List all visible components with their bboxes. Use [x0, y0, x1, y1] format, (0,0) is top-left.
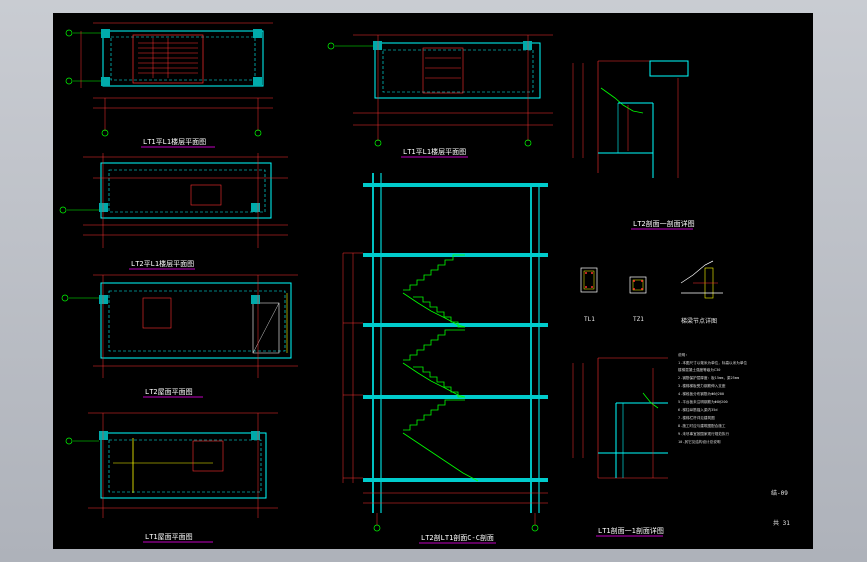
- stamp-sheet-no: 结-09: [771, 489, 788, 497]
- notes-line-1: 1.本图尺寸以毫米为单位，标高以米为单位: [678, 360, 747, 365]
- plan-d: LT1屋面平面图: [65, 412, 278, 543]
- notes-line-6: 5.平台板未注明钢筋为Φ8@200: [678, 399, 728, 404]
- plan-b: LT2平L1楼层平面图: [59, 153, 288, 270]
- plan-d-title: LT1屋面平面图: [145, 533, 193, 541]
- notes-line-5: 4.梯段板分布钢筋为Φ6@200: [678, 391, 724, 396]
- notes-line-10: 9.未尽事宜按国家现行规范执行: [678, 431, 729, 436]
- detail-3-label: 梯梁节点详图: [681, 317, 717, 325]
- notes-line-7: 6.梯柱纵筋锚入梁内35d: [678, 407, 718, 412]
- notes-line-9: 8.施工时应与建筑图配合施工: [678, 423, 726, 428]
- section-right-top-title: LT2剖面一剖面详图: [633, 219, 695, 228]
- plan-top-middle: LT1平L1楼层平面图: [327, 34, 553, 158]
- plan-b-title: LT2平L1楼层平面图: [131, 259, 194, 268]
- section-main-title: LT2剖LT1剖面C-C剖面: [421, 533, 494, 542]
- notes-line-3: 2.钢筋保护层厚度：板15mm，梁25mm: [678, 375, 739, 380]
- notes-line-8: 7.楼梯栏杆详见建筑图: [678, 415, 715, 420]
- notes-line-4: 3.楼梯梯板受力钢筋伸入支座: [678, 383, 726, 388]
- plan-top-middle-title: LT1平L1楼层平面图: [403, 147, 466, 156]
- structural-stair-drawing: LT1平L1楼层平面图 LT2平L1楼层平面图 LT2: [59, 22, 790, 544]
- detail-1-label: TL1: [584, 316, 595, 323]
- stamp-total: 共 31: [773, 519, 790, 527]
- plan-c-title: LT2屋面平面图: [145, 388, 193, 396]
- section-right-bottom: LT1剖面一1剖面详图: [572, 357, 668, 537]
- section-main: LT2剖LT1剖面C-C剖面: [342, 173, 548, 544]
- notes-line-2: 楼梯混凝土强度等级为C30: [678, 367, 720, 372]
- general-notes: 说明: 1.本图尺寸以毫米为单位，标高以米为单位 楼梯混凝土强度等级为C30 2…: [678, 352, 747, 444]
- plan-c: LT2屋面平面图: [61, 274, 298, 398]
- section-right-bottom-title: LT1剖面一1剖面详图: [598, 526, 664, 535]
- plan-a: LT1平L1楼层平面图: [65, 22, 273, 148]
- notes-line-11: 10.其它见结构设计总说明: [678, 439, 721, 444]
- plan-a-title: LT1平L1楼层平面图: [143, 137, 206, 146]
- detail-2-label: TZ1: [633, 316, 644, 323]
- cad-drawing-canvas[interactable]: LT1平L1楼层平面图 LT2平L1楼层平面图 LT2: [53, 13, 813, 549]
- notes-header: 说明:: [678, 352, 687, 357]
- section-right-top: LT2剖面一剖面详图: [572, 60, 695, 230]
- sheet-stamp: 结-09 共 31: [771, 489, 790, 527]
- details-row: TL1 TZ1 梯梁节点详图: [580, 260, 723, 325]
